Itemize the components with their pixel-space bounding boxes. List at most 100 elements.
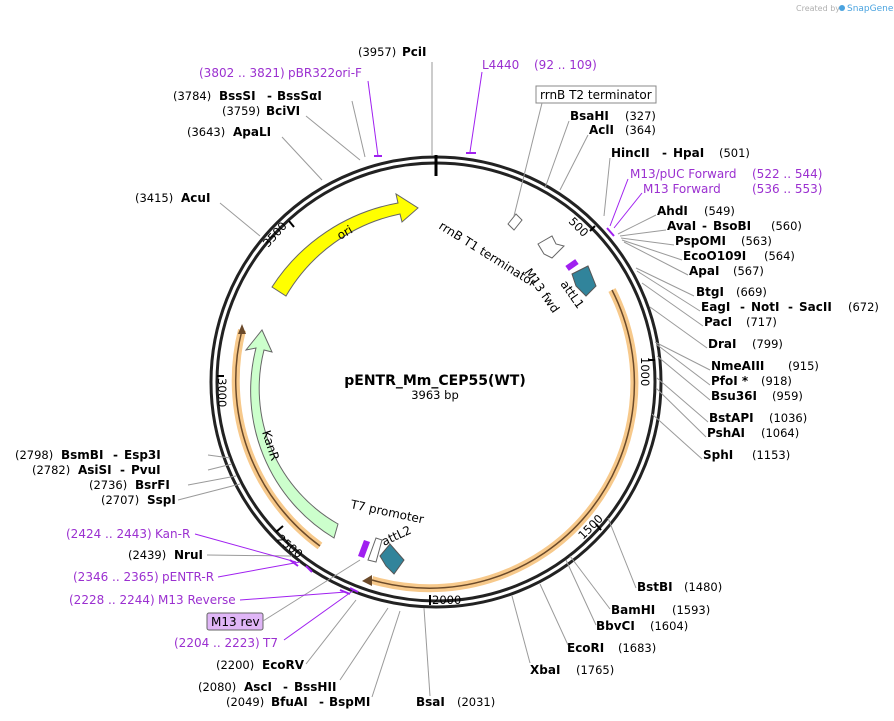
bsahi-leader bbox=[544, 120, 570, 189]
rrnb-t1-label: rrnB T1 terminator bbox=[436, 219, 538, 290]
m13rev-primer-name: M13 Reverse bbox=[158, 593, 236, 607]
apai-leader bbox=[623, 241, 689, 276]
ahdi-pos: (549) bbox=[704, 204, 735, 218]
acui-leader bbox=[219, 202, 261, 237]
sphi-pos: (1153) bbox=[752, 448, 790, 462]
pentr-range: (2346 .. 2365) bbox=[73, 570, 159, 584]
bstbi-pos: (1480) bbox=[684, 580, 722, 594]
asci-name: AscI bbox=[244, 680, 272, 694]
paci-name: PacI bbox=[704, 315, 732, 329]
orange-highlight-left-line bbox=[235, 329, 321, 547]
btgi-name: BtgI bbox=[696, 285, 724, 299]
pbr322-leader bbox=[367, 80, 379, 157]
m13rev-primer-mark bbox=[339, 589, 351, 595]
bstbi-leader bbox=[607, 517, 637, 589]
t7-promoter-feature[interactable] bbox=[367, 537, 383, 563]
credit-text: Created by bbox=[796, 4, 840, 13]
plasmid-name: pENTR_Mm_CEP55(WT) bbox=[344, 373, 526, 389]
kanr-primer-name: Kan-R bbox=[155, 527, 190, 541]
nmeaiii-name: NmeAIII bbox=[711, 359, 764, 373]
bsssi-leader bbox=[351, 100, 366, 158]
tick-500-mark bbox=[589, 225, 596, 232]
pspomi-name: PspOMI bbox=[675, 234, 726, 248]
apali-pos: (3643) bbox=[187, 125, 225, 139]
pcii-name: PciI bbox=[402, 45, 427, 59]
avai-pos: (560) bbox=[771, 219, 802, 233]
asisi-name: AsiSI bbox=[78, 463, 112, 477]
bsu36i-leader bbox=[656, 355, 711, 401]
tick-1000: 1000 bbox=[638, 357, 652, 386]
bsahi-pos: (327) bbox=[625, 109, 656, 123]
ahdi-name: AhdI bbox=[657, 204, 688, 218]
btgi-leader bbox=[635, 267, 695, 297]
tick-1500-mark bbox=[595, 523, 602, 531]
attl1-feature[interactable] bbox=[571, 265, 597, 297]
btgi-pos: (669) bbox=[736, 285, 767, 299]
bstapi-pos: (1036) bbox=[769, 411, 807, 425]
asci-leader bbox=[339, 607, 389, 681]
bsssi-sep: - bbox=[267, 89, 272, 103]
pfoi-pos: (918) bbox=[761, 374, 792, 388]
paci-leader bbox=[641, 282, 704, 327]
eco0109i-name: EcoO109I bbox=[683, 249, 746, 263]
tick-3000: 3000 bbox=[215, 378, 229, 407]
rrnb-t2-label: rrnB T2 terminator bbox=[540, 88, 652, 102]
pbr322-name: pBR322ori-F bbox=[288, 66, 362, 80]
pspomi-pos: (563) bbox=[741, 234, 772, 248]
m13-rev-feature[interactable] bbox=[358, 540, 370, 558]
m13-fwd-feature[interactable] bbox=[565, 259, 579, 271]
orange-highlight-right-line bbox=[371, 289, 636, 589]
bstapi-name: BstAPI bbox=[709, 411, 754, 425]
attl2-feature[interactable] bbox=[379, 543, 405, 575]
m13rev-primer-range: (2228 .. 2244) bbox=[69, 593, 155, 607]
ecori-name: EcoRI bbox=[567, 641, 604, 655]
sspi-name: SspI bbox=[147, 493, 176, 507]
ecorv-name: EcoRV bbox=[262, 658, 305, 672]
eagi-leader bbox=[636, 270, 701, 312]
eagi-pos: (672) bbox=[848, 300, 879, 314]
bsshii-name: BssHII bbox=[294, 680, 336, 694]
m13fwd-range: (536 .. 553) bbox=[752, 182, 822, 196]
t7-primer-leader bbox=[283, 589, 355, 641]
bsrfi-leader bbox=[187, 475, 237, 486]
nmeaiii-leader bbox=[654, 341, 711, 371]
m13fwd-name: M13 Forward bbox=[643, 182, 721, 196]
acui-name: AcuI bbox=[181, 191, 210, 205]
eagi-name: EagI bbox=[701, 300, 730, 314]
bsssi-name: BssSI bbox=[219, 89, 256, 103]
bsssai-name: BssSαI bbox=[277, 89, 322, 103]
tick-500: 500 bbox=[566, 214, 591, 239]
bfuai-pos: (2049) bbox=[226, 695, 264, 709]
m13puc-leader bbox=[609, 178, 629, 227]
bfuai-sep: - bbox=[319, 695, 324, 709]
rrnb-t1-feature[interactable] bbox=[537, 235, 565, 259]
kanr-feature[interactable] bbox=[244, 329, 339, 539]
bamhi-leader bbox=[569, 555, 611, 610]
bsssi-pos: (3784) bbox=[173, 89, 211, 103]
bsu36i-name: Bsu36I bbox=[711, 389, 757, 403]
m13-rev-label: M13 rev bbox=[211, 615, 260, 629]
hpai-name: HpaI bbox=[673, 146, 704, 160]
m13puc-range: (522 .. 544) bbox=[752, 167, 822, 181]
bamhi-name: BamHI bbox=[611, 603, 655, 617]
nmeaiii-pos: (915) bbox=[788, 359, 819, 373]
rrnb-t2-feature[interactable] bbox=[507, 213, 523, 231]
bcivi-pos: (3759) bbox=[222, 104, 260, 118]
nrui-name: NruI bbox=[174, 548, 203, 562]
pvui-name: PvuI bbox=[131, 463, 161, 477]
pentr-mark bbox=[305, 565, 313, 573]
bfuai-name: BfuAI bbox=[271, 695, 308, 709]
asisi-leader bbox=[207, 463, 233, 471]
bsai-name: BsaI bbox=[416, 695, 445, 709]
ori-feature[interactable] bbox=[271, 192, 419, 297]
tick-2500-mark bbox=[275, 525, 284, 533]
eagi-sep1: - bbox=[740, 300, 745, 314]
bsu36i-pos: (959) bbox=[772, 389, 803, 403]
asisi-sep: - bbox=[120, 463, 125, 477]
m13-fwd-label: M13 fwd bbox=[522, 266, 563, 316]
bbvci-leader bbox=[565, 559, 597, 626]
ecori-leader bbox=[539, 583, 569, 646]
bsai-pos: (2031) bbox=[457, 695, 495, 709]
pbr322-range: (3802 .. 3821) bbox=[199, 66, 285, 80]
